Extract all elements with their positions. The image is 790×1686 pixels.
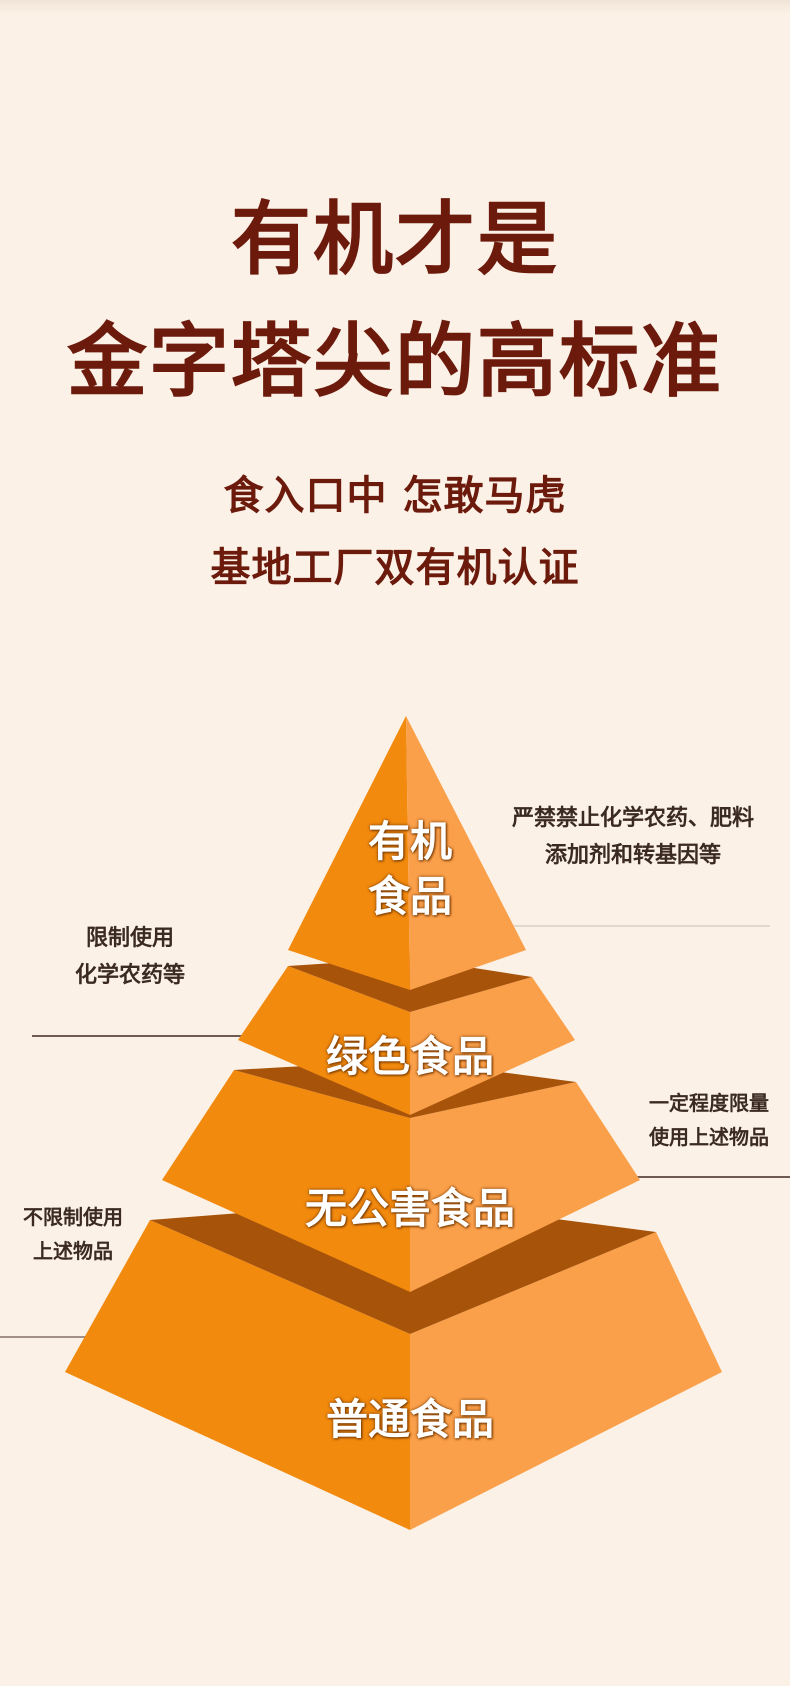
subtitle-line-2: 基地工厂双有机认证 (210, 545, 580, 591)
tier-label-organic: 有机 食品 (367, 817, 452, 921)
title-line-2: 金字塔尖的高标准 (67, 315, 723, 408)
tier-label-ordinary: 普通食品 (325, 1395, 494, 1444)
top-band (0, 0, 790, 14)
tier-label-green: 绿色食品 (325, 1032, 494, 1081)
note-ordinary: 不限制使用 上述物品 (23, 1205, 123, 1263)
tier-organic (288, 716, 526, 990)
note-pollution-free: 一定程度限量 使用上述物品 (649, 1091, 769, 1149)
note-organic: 严禁禁止化学农药、肥料 添加剂和转基因等 (511, 806, 754, 869)
title-line-1: 有机才是 (231, 193, 559, 286)
note-green: 限制使用 化学农药等 (74, 926, 185, 989)
subtitle-line-1: 食入口中 怎敢马虎 (223, 473, 567, 519)
tier-green (238, 958, 575, 1115)
tier-label-pollution-free: 无公害食品 (304, 1184, 515, 1233)
